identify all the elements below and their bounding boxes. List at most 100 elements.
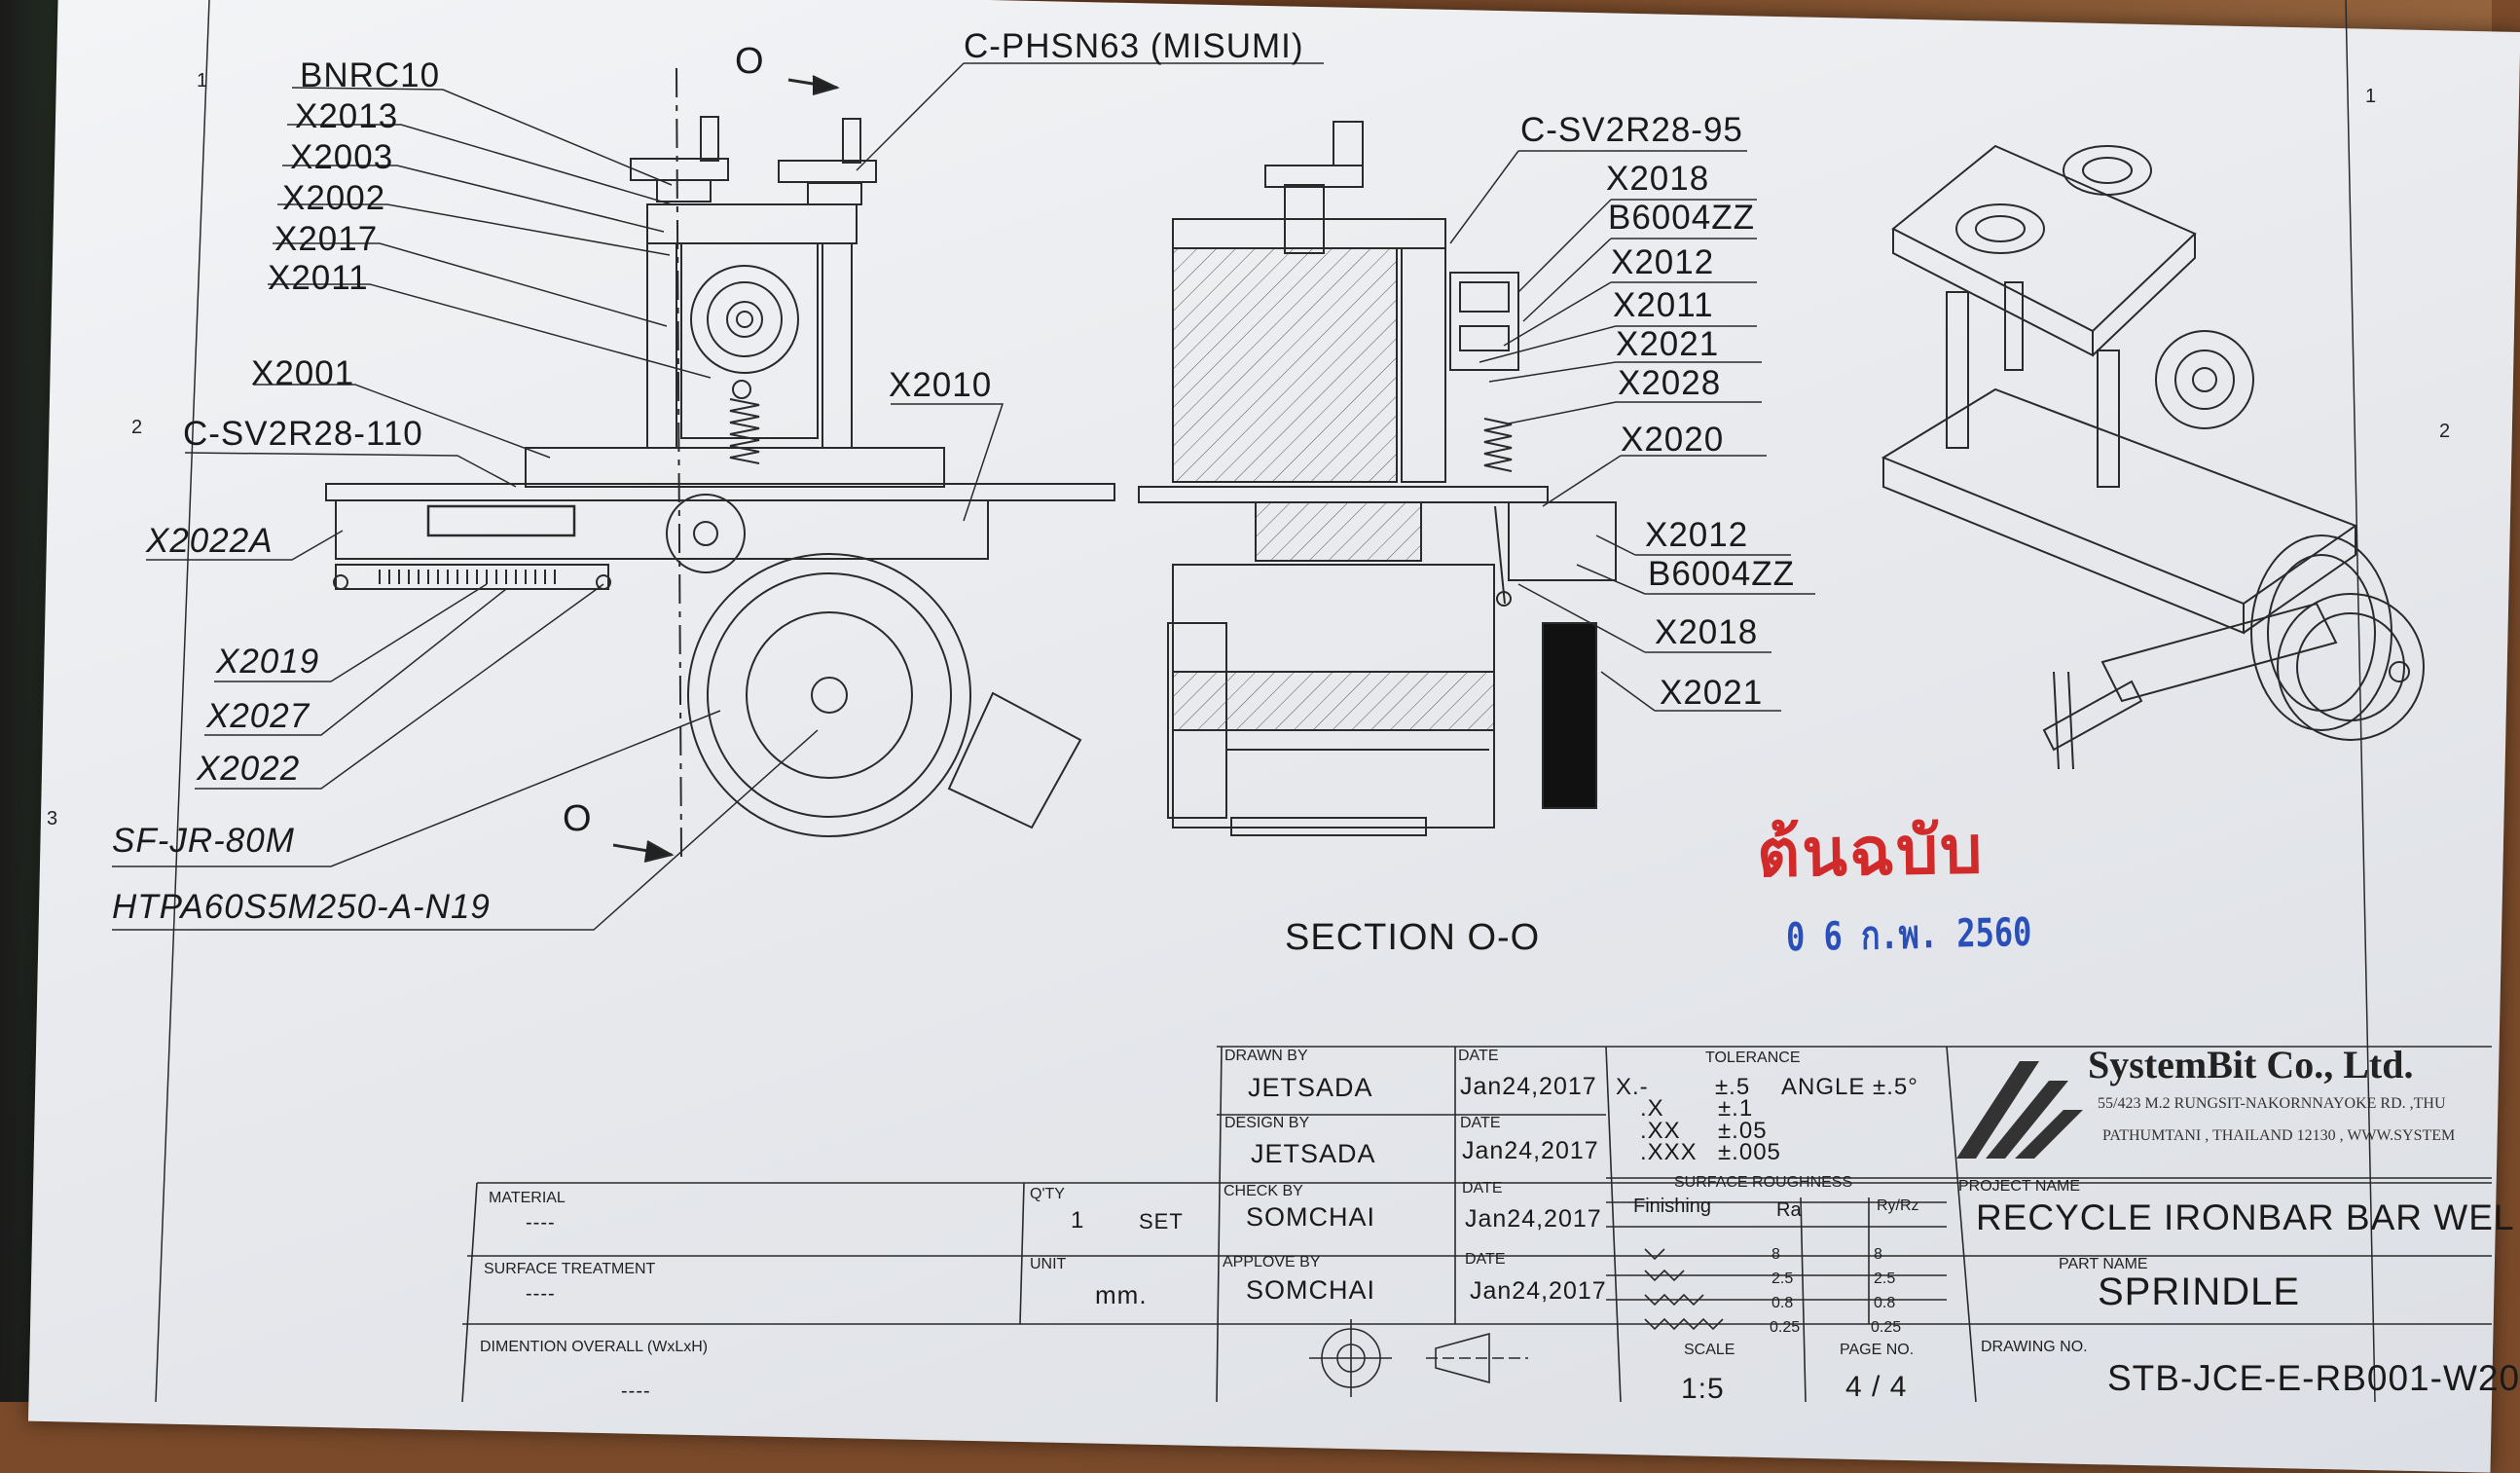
part-label: BNRC10 — [300, 56, 441, 94]
approve-by: SOMCHAI — [1246, 1275, 1376, 1305]
drawn-by-label: DRAWN BY — [1224, 1048, 1308, 1064]
part-label: C-PHSN63 (MISUMI) — [964, 27, 1304, 65]
date-design: Jan24,2017 — [1462, 1137, 1599, 1164]
date-label: DATE — [1458, 1048, 1499, 1064]
zone-number: 2 — [131, 417, 143, 438]
company-address-line2: PATHUMTANI , THAILAND 12130 , WWW.SYSTEM — [2102, 1127, 2456, 1144]
company-logo — [1956, 1061, 2083, 1159]
part-name: SPRINDLE — [2098, 1270, 2301, 1313]
frame-left-line — [155, 0, 210, 1403]
company-name: SystemBit Co., Ltd. — [2088, 1043, 2414, 1086]
date-stamp: 0 6 ก.พ. 2560 — [1785, 908, 2032, 961]
part-label: X2021 — [1616, 325, 1720, 363]
check-by: SOMCHAI — [1246, 1202, 1376, 1232]
roughness-ryrz: 2.5 — [1874, 1270, 1896, 1287]
ra-label: Ra — [1776, 1199, 1802, 1221]
date-label: DATE — [1462, 1180, 1503, 1197]
scale-label: SCALE — [1684, 1342, 1735, 1358]
design-by: JETSADA — [1251, 1139, 1376, 1168]
surface-treatment-value: ---- — [526, 1283, 556, 1305]
part-label: X2027 — [206, 697, 310, 735]
part-label: SF-JR-80M — [112, 822, 295, 860]
zone-number: 1 — [2365, 86, 2377, 107]
front-view-drawing — [325, 67, 1115, 863]
frame-right-line — [2345, 0, 2376, 1403]
project-name: RECYCLE IRONBAR BAR WEL — [1976, 1197, 2515, 1237]
qty-unit: SET — [1139, 1209, 1184, 1234]
tolerance-x-value: ±.5 — [1715, 1074, 1751, 1100]
date-check: Jan24,2017 — [1465, 1205, 1602, 1233]
project-name-label: PROJECT NAME — [1958, 1178, 2081, 1195]
part-label: X2011 — [1613, 286, 1714, 324]
unit-value: mm. — [1095, 1280, 1148, 1309]
roughness-ra: 0.25 — [1770, 1319, 1801, 1336]
company-address-line1: 55/423 M.2 RUNGSIT-NAKORNNAYOKE RD. ,THU — [2098, 1095, 2446, 1112]
tolerance-x1: .X — [1640, 1095, 1664, 1122]
part-label: B6004ZZ — [1648, 555, 1795, 593]
part-label: X2022A — [146, 522, 274, 560]
part-label: X2002 — [282, 179, 386, 217]
part-label: C-SV2R28-95 — [1520, 111, 1743, 149]
tolerance-angle: ANGLE ±.5° — [1781, 1074, 1918, 1100]
section-marker: O — [735, 41, 765, 82]
part-label: X2021 — [1660, 674, 1764, 712]
unit-label: UNIT — [1030, 1256, 1067, 1272]
part-label: C-SV2R28-110 — [183, 415, 423, 453]
title-block-grid — [461, 1046, 2492, 1403]
surface-treatment-label: SURFACE TREATMENT — [484, 1261, 656, 1277]
part-label: X2018 — [1606, 160, 1710, 198]
tolerance-x: X.- — [1616, 1074, 1649, 1100]
finishing-label: Finishing — [1633, 1196, 1712, 1217]
approve-by-label: APPLOVE BY — [1223, 1254, 1321, 1270]
tolerance-x2: .XX — [1640, 1118, 1681, 1144]
tolerance-x3-value: ±.005 — [1718, 1139, 1781, 1165]
part-label: X2020 — [1621, 421, 1725, 459]
dimension-value: ---- — [621, 1381, 651, 1402]
part-label: X2022 — [197, 750, 301, 788]
part-label: X2012 — [1645, 516, 1749, 554]
drawing-number: STB-JCE-E-RB001-W20 — [2107, 1358, 2520, 1398]
check-by-label: CHECK BY — [1223, 1183, 1303, 1199]
roughness-ra: 0.8 — [1771, 1295, 1794, 1311]
part-name-label: PART NAME — [2059, 1256, 2148, 1272]
qty-label: Q'TY — [1030, 1186, 1065, 1202]
part-label: HTPA60S5M250-A-N19 — [112, 888, 491, 926]
section-marker: O — [563, 798, 593, 839]
drawing-lineart — [112, 0, 2492, 1403]
roughness-ryrz: 0.25 — [1871, 1319, 1902, 1336]
isometric-view-drawing — [1881, 144, 2425, 770]
drawing-no-label: DRAWING NO. — [1981, 1339, 2088, 1355]
zone-number: 3 — [47, 808, 58, 829]
part-label: B6004ZZ — [1608, 199, 1755, 237]
roughness-ryrz: 0.8 — [1874, 1295, 1896, 1311]
drawn-by: JETSADA — [1248, 1073, 1373, 1102]
part-label: X2012 — [1611, 243, 1715, 281]
tolerance-x2-value: ±.05 — [1718, 1118, 1768, 1144]
part-label: X2013 — [295, 97, 399, 135]
roughness-ryrz: 8 — [1874, 1246, 1882, 1263]
section-title: SECTION O-O — [1285, 917, 1541, 958]
annotation-layer: 1 2 3 1 2 BNRC10 X2013 X2003 X2002 X2017… — [47, 27, 2519, 1405]
date-approve: Jan24,2017 — [1470, 1277, 1607, 1305]
date-label: DATE — [1465, 1251, 1506, 1268]
tolerance-x3: .XXX — [1640, 1139, 1698, 1165]
part-label: X2017 — [274, 220, 379, 258]
part-label: X2003 — [290, 138, 394, 176]
part-label: X2018 — [1655, 613, 1759, 651]
original-stamp: ต้นฉบับ — [1756, 811, 1985, 894]
zone-number: 1 — [197, 70, 208, 92]
dimension-label: DIMENTION OVERALL (WxLxH) — [480, 1339, 709, 1355]
leader-lines — [112, 62, 1815, 931]
date-drawn: Jan24,2017 — [1460, 1073, 1597, 1100]
surface-roughness-label: SURFACE ROUGHNESS — [1674, 1174, 1853, 1191]
ryrz-label: Ry/Rz — [1877, 1197, 1919, 1214]
part-label: X2019 — [216, 643, 320, 681]
tolerance-label: TOLERANCE — [1705, 1050, 1801, 1066]
part-label: X2001 — [251, 354, 355, 392]
zone-number: 2 — [2439, 421, 2451, 442]
page-value: 4 / 4 — [1845, 1371, 1908, 1403]
roughness-ra: 2.5 — [1771, 1270, 1794, 1287]
date-label: DATE — [1460, 1115, 1501, 1131]
part-label: X2011 — [268, 259, 369, 297]
material-label: MATERIAL — [489, 1190, 566, 1206]
